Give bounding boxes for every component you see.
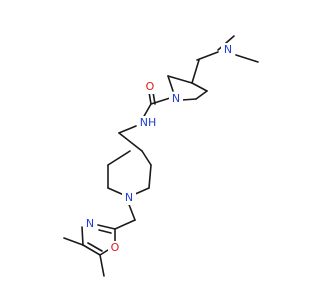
bond-ox-c4-c5-double	[87, 242, 103, 252]
molecule-structure: N N O NH N N O	[63, 35, 259, 277]
dimethylamine-nitrogen-label: N	[224, 43, 232, 56]
pyrrolidine-nitrogen-label: N	[172, 92, 180, 105]
label-bg-carbonyl-o	[143, 80, 157, 94]
bond-nme-ch2	[196, 51, 219, 61]
bonds	[63, 35, 259, 277]
oxazole-oxygen-label: O	[111, 241, 120, 254]
bond-pip-n-c6	[107, 187, 125, 196]
label-bg-pip-n	[122, 191, 136, 205]
bond-pip-c4-c3	[141, 150, 152, 166]
bond-c4-methyl	[63, 237, 84, 246]
bond-nme-methyl-right	[235, 54, 259, 63]
label-bg-ox-n	[83, 217, 97, 231]
bond-ox-c2-n3	[97, 224, 116, 230]
bond-ch2-oxazole	[114, 219, 136, 230]
bond-carbonyl-nh	[142, 103, 152, 119]
bond-pyr-c4-c3	[191, 82, 208, 92]
molecule-diagram: N N O NH N N O	[63, 35, 259, 277]
bond-pip-c5-c4	[107, 150, 131, 166]
bond-nh-ch2	[118, 125, 137, 134]
bond-c5-methyl	[99, 254, 105, 277]
label-bg-pyr-n	[169, 92, 183, 106]
bond-ch2-pyrrolidine	[191, 59, 200, 84]
bond-pyr-c3-c2	[167, 75, 193, 84]
bond-ox-c2-n3-double	[98, 229, 112, 234]
carbonyl-oxygen-label: O	[146, 80, 155, 93]
bond-pyr-n-c5	[181, 98, 197, 101]
bond-pyr-c5-c4	[195, 90, 208, 100]
label-bg-nh	[137, 116, 159, 130]
amide-nh-label: NH	[140, 116, 157, 129]
label-bg-ox-o	[108, 241, 122, 255]
bond-pip-c3-c2	[148, 164, 152, 189]
atom-labels: N N O NH N N O	[83, 43, 235, 255]
bond-ch2-pip	[118, 132, 143, 152]
bond-pyr-c2-n	[167, 75, 174, 92]
oxazole-nitrogen-label: N	[86, 217, 94, 230]
bond-ox-c4-c5	[82, 244, 101, 256]
bond-ox-c5-o1	[99, 249, 109, 256]
label-bg-nme	[221, 43, 235, 57]
piperidine-nitrogen-label: N	[125, 191, 133, 204]
bond-ox-n3-c4	[81, 226, 84, 246]
